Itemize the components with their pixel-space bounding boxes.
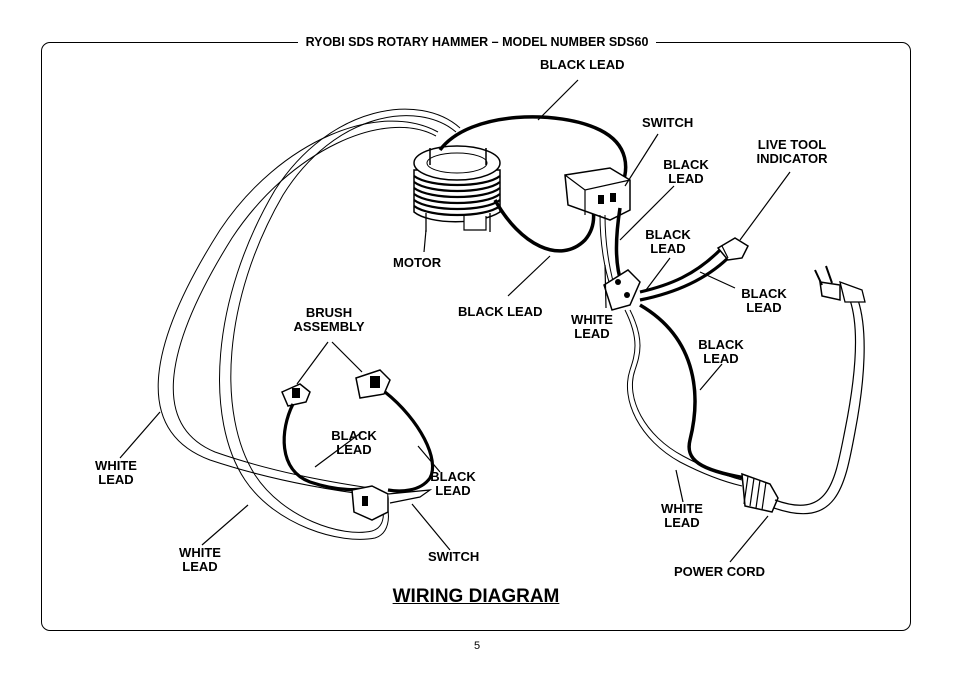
label-white-lead-center: WHITE LEAD (571, 312, 613, 341)
label-black-lead-indicator: BLACK LEAD (645, 227, 691, 256)
label-power-cord: POWER CORD (674, 564, 765, 579)
label-black-lead-switch: BLACK LEAD (663, 157, 709, 186)
label-white-lead-bottom: WHITE LEAD (179, 545, 221, 574)
label-white-lead-left: WHITE LEAD (95, 458, 137, 487)
indicator-leads (639, 248, 730, 302)
terminal-block (603, 269, 641, 311)
page-number: 5 (473, 640, 481, 652)
motor (413, 145, 501, 232)
label-white-lead-cord: WHITE LEAD (661, 501, 703, 530)
label-brush-assembly: BRUSH ASSEMBLY (293, 305, 365, 334)
white-lead-wire-left (157, 108, 461, 540)
leader-lines (119, 79, 791, 563)
label-black-lead-right: BLACK LEAD (741, 286, 787, 315)
header-title: RYOBI SDS ROTARY HAMMER – MODEL NUMBER S… (297, 35, 657, 49)
switch-bottom (351, 485, 433, 521)
label-black-lead-motor: BLACK LEAD (458, 304, 543, 319)
live-tool-indicator (716, 237, 749, 261)
label-live-tool-indicator: LIVE TOOL INDICATOR (756, 137, 828, 166)
white-lead-wire-cord (624, 309, 743, 487)
label-black-lead-top: BLACK LEAD (540, 57, 625, 72)
header-title-bar: RYOBI SDS ROTARY HAMMER – MODEL NUMBER S… (0, 34, 954, 50)
label-motor: MOTOR (393, 255, 442, 270)
black-lead-wire-cord (639, 303, 746, 480)
label-black-lead-cord: BLACK LEAD (698, 337, 744, 366)
label-switch-bottom: SWITCH (428, 549, 480, 564)
power-cord (741, 265, 866, 515)
brush-assembly (281, 369, 391, 407)
label-black-lead-brush-right: BLACK LEAD (430, 469, 476, 498)
diagram-title: WIRING DIAGRAM (392, 586, 560, 607)
switch-top (564, 167, 631, 221)
black-lead-wire-top (438, 115, 628, 186)
label-switch-top: SWITCH (642, 115, 694, 130)
label-black-lead-brush-left: BLACK LEAD (331, 428, 377, 457)
